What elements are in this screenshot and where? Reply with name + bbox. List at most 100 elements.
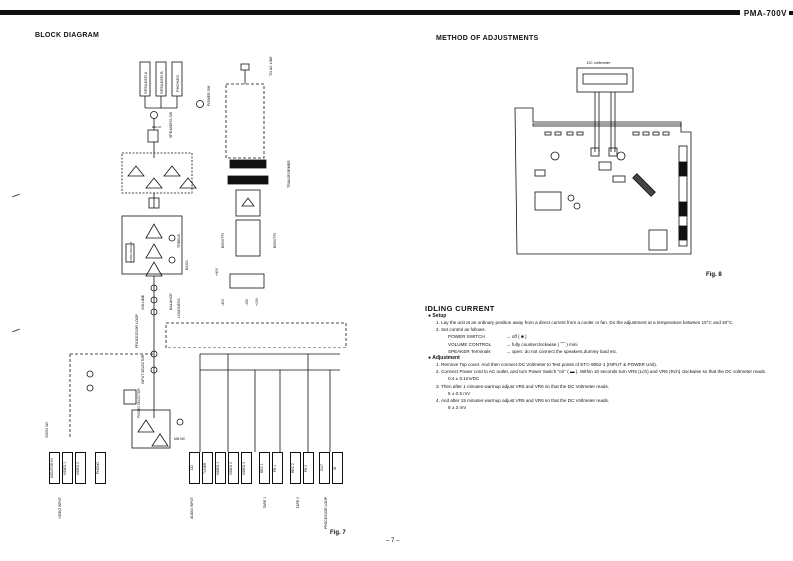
relay-label: RELAY xyxy=(152,125,162,129)
processor-loop-wiring xyxy=(165,322,347,348)
input-box-phono: PHONO xyxy=(95,452,106,484)
loudness-label: LOUDNESS xyxy=(177,298,181,318)
input-box-pb-2: PB 2 xyxy=(303,452,314,484)
input-box-video-2b: VIDEO 2 xyxy=(228,452,239,484)
adjustment-step-2: 2. Connect Power cord to AC outlet, and … xyxy=(436,369,767,375)
loudness-knob-icon xyxy=(150,308,158,316)
v-neg15-label: -15V xyxy=(245,298,249,306)
group-tape-1: TAPE 1 xyxy=(263,497,267,509)
balance-knob-icon xyxy=(150,296,158,304)
pcb-edge xyxy=(532,123,682,127)
to-ac-line-label: TO AC LINE xyxy=(269,56,273,76)
speaker-b-box: SPEAKER B xyxy=(155,61,167,97)
phones-label: PHONES xyxy=(175,75,180,92)
input-box-monitor-in: MONITOR IN xyxy=(49,452,60,484)
adjustment-heading: ● Adjustment xyxy=(428,355,460,362)
supply-b-label: B55V/77V xyxy=(273,232,277,248)
amp-triangle xyxy=(145,223,163,239)
regulator-block xyxy=(229,273,265,289)
transformer-label: TRANSFORMER xyxy=(287,160,291,188)
phono-eq-block xyxy=(131,409,171,449)
group-audio-input: AUDIO INPUT xyxy=(190,497,194,519)
adjustment-heading-label: Adjustment xyxy=(432,355,460,362)
input-box-video-1: VIDEO 1 xyxy=(62,452,73,484)
adjustments-title: METHOD OF ADJUSTMENTS xyxy=(436,35,539,42)
setup-heading: ● Setup xyxy=(428,313,447,319)
dc-voltmeter-box xyxy=(576,67,634,93)
amp-triangle xyxy=(179,177,197,189)
fig8-caption: Fig. 8 xyxy=(706,272,722,278)
input-box-cd: CD xyxy=(189,452,200,484)
adjustment-value-4: 8 ± 3 mV xyxy=(448,405,467,411)
ic-2 xyxy=(648,229,668,251)
phono-selector-label: PHONO SELECTOR xyxy=(137,388,141,418)
capacitor-icon xyxy=(573,202,581,210)
control-name: VOLUME CONTROL xyxy=(448,341,492,347)
adjustment-step-3: 3. Then after 1 minutes warmup adjust VR… xyxy=(436,383,610,389)
test-point-r xyxy=(608,147,618,157)
bass-knob-icon xyxy=(168,256,176,264)
rectifier-block xyxy=(235,189,261,217)
video-sw-icon xyxy=(86,370,94,378)
power-amp-block xyxy=(121,152,193,194)
input-box-in: IN xyxy=(332,452,343,484)
fig7-caption: Fig. 7 xyxy=(330,530,346,536)
adjustment-text: ● Setup 1. Lay the unit at an ordinary p… xyxy=(428,313,780,411)
vr5-trimmer-icon xyxy=(550,151,560,161)
control-row: POWER SWITCH → off ( ■ ) xyxy=(428,333,780,340)
test-point-l xyxy=(590,147,600,157)
supply-block xyxy=(235,219,261,257)
supply-a-label: B55V/77V xyxy=(221,232,225,248)
header-rule xyxy=(0,10,785,15)
selector-node-icon xyxy=(150,366,158,374)
control-name: SPEAKER Terminals xyxy=(448,348,491,354)
input-box-video-1b: VIDEO 1 xyxy=(215,452,226,484)
v40-label: +40V xyxy=(215,267,219,276)
amp-triangle xyxy=(145,243,163,259)
transformer-core xyxy=(229,159,267,169)
control-row: SPEAKER Terminals → open: do not connect… xyxy=(428,348,780,355)
input-box-tuner: TUNER xyxy=(202,452,213,484)
input-box-rec-2: REC 2 xyxy=(290,452,301,484)
power-switch-icon xyxy=(196,100,204,108)
amp-triangle xyxy=(163,165,181,177)
pcb-outline xyxy=(514,107,692,255)
voltmeter-label: DC voltmeter xyxy=(587,60,611,65)
speaker-b-label: SPEAKER B xyxy=(159,71,164,94)
component xyxy=(534,169,546,177)
voltmeter-display xyxy=(582,73,628,85)
block-diagram-title: BLOCK DIAGRAM xyxy=(35,32,100,39)
margin-mark xyxy=(12,328,20,333)
treble-knob-icon xyxy=(168,234,176,242)
input-box-video-3: VIDEO 3 xyxy=(241,452,252,484)
block-diagram-lower: INPUT SELECTOR PHONO SELECTOR MM MC VIDE… xyxy=(45,348,340,452)
input-selector-label: INPUT SELECTOR xyxy=(141,354,145,384)
power-sw-label: POWER SW xyxy=(207,85,211,106)
speakers-sw-label: SPEAKERS SW xyxy=(169,111,173,138)
bass-label: BASS xyxy=(185,260,189,270)
transformer-secondary xyxy=(227,175,269,185)
protect-box xyxy=(148,197,160,209)
relay-component xyxy=(534,191,562,211)
balance-label: BALANCE xyxy=(169,293,173,310)
amp-triangle xyxy=(137,419,155,433)
tone-defeat-box xyxy=(125,243,135,263)
ac-plug-icon xyxy=(240,63,250,71)
video-sw-label: VIDEO SW xyxy=(45,422,49,438)
tone-defeat-label: TONE DEFEAT xyxy=(129,241,133,262)
input-box-pb-1: PB 1 xyxy=(272,452,283,484)
group-video-input: VIDEO INPUT xyxy=(58,497,62,519)
treble-label: TREBLE xyxy=(177,233,181,248)
v-neg40-label: -40V xyxy=(221,298,225,306)
control-row: VOLUME CONTROL → fully counterclockwise … xyxy=(428,341,780,348)
tone-block xyxy=(121,215,183,275)
control-value: → off ( ■ ) xyxy=(506,334,527,340)
heatsink xyxy=(632,173,656,197)
capacitor-icon xyxy=(567,194,575,202)
speakers-switch-icon xyxy=(150,111,158,119)
resistor-row xyxy=(544,131,670,136)
mm-mc-switch-icon xyxy=(176,418,184,426)
input-box-rec-1: REC 1 xyxy=(259,452,270,484)
speaker-a-label: SPEAKER A xyxy=(143,71,148,94)
setup-step-2: 2. Set control as follows. xyxy=(436,327,486,333)
